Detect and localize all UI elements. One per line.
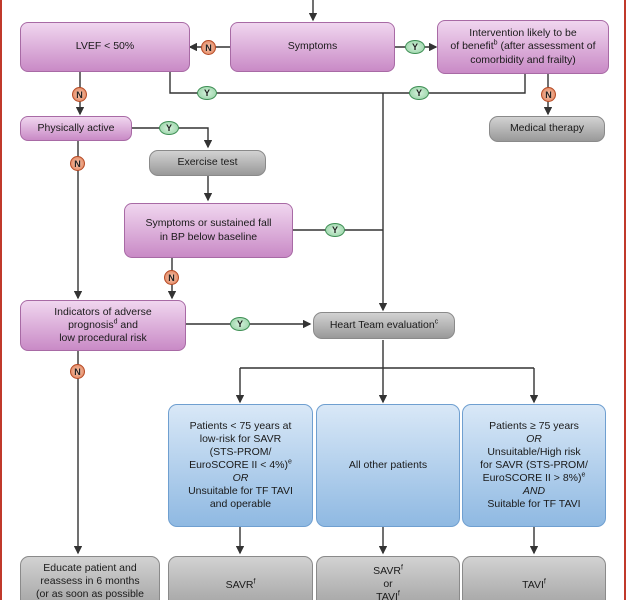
indicators-line-2: prognosisd and bbox=[68, 318, 138, 331]
indicators-box: Indicators of adverse prognosisd and low… bbox=[20, 300, 186, 351]
all-other-patients-box: All other patients bbox=[316, 404, 460, 527]
yes-badge-symptoms-bp: Y bbox=[325, 223, 345, 237]
symptoms-label: Symptoms bbox=[287, 40, 338, 53]
young-line-3: (STS-PROM/ bbox=[209, 445, 272, 458]
yes-badge-indicators: Y bbox=[230, 317, 250, 331]
no-badge-physically-active: N bbox=[70, 156, 85, 171]
educate-line-1: Educate patient and bbox=[43, 562, 137, 574]
symptoms-bp-line-2: in BP below baseline bbox=[159, 230, 258, 243]
lvef-yes-line bbox=[169, 72, 383, 94]
no-badge-intervention: N bbox=[541, 87, 556, 102]
frame-border-left bbox=[0, 0, 2, 600]
young-line-4: EuroSCORE II < 4%)e bbox=[189, 458, 292, 471]
savr-or-tavi-box: SAVRf or TAVIf bbox=[316, 556, 460, 600]
educate-line-2: reassess in 6 months bbox=[40, 575, 140, 588]
lvef-box: LVEF < 50% bbox=[20, 22, 190, 72]
old-line-5: EuroSCORE II > 8%)e bbox=[482, 471, 586, 485]
young-patients-box: Patients < 75 years at low-risk for SAVR… bbox=[168, 404, 313, 527]
yes-badge-symptoms-intervention: Y bbox=[405, 40, 425, 54]
symptoms-bp-box: Symptoms or sustained fall in BP below b… bbox=[124, 203, 293, 258]
heart-team-box: Heart Team evaluationc bbox=[313, 312, 455, 339]
exercise-test-box: Exercise test bbox=[149, 150, 266, 176]
young-line-2: low-risk for SAVR bbox=[199, 432, 282, 445]
physically-active-label: Physically active bbox=[37, 121, 115, 134]
intervention-line-2: of benefitb (after assessment of bbox=[450, 39, 596, 53]
young-line-7: and operable bbox=[209, 498, 272, 511]
intervention-box: Intervention likely to be of benefitb (a… bbox=[437, 20, 609, 74]
intervention-line-1: Intervention likely to be bbox=[469, 27, 577, 40]
savr-or-tavi-line-3: TAVIf bbox=[376, 590, 400, 600]
no-badge-symptoms-bp: N bbox=[164, 270, 179, 285]
savr-or-tavi-line-2: or bbox=[383, 578, 393, 591]
old-line-3: Unsuitable/High risk bbox=[487, 445, 581, 458]
old-patients-box: Patients ≥ 75 years OR Unsuitable/High r… bbox=[462, 404, 606, 527]
young-line-or: OR bbox=[232, 472, 249, 485]
intervention-yes-line bbox=[383, 74, 526, 94]
indicators-line-3: low procedural risk bbox=[59, 332, 147, 345]
tavi-box: TAVIf bbox=[462, 556, 606, 600]
all-other-label: All other patients bbox=[348, 458, 428, 471]
medical-therapy-label: Medical therapy bbox=[509, 122, 585, 135]
frame-border-right bbox=[624, 0, 626, 600]
active-to-exercise-arrow bbox=[132, 127, 213, 149]
lvef-label: LVEF < 50% bbox=[75, 40, 135, 53]
indicators-line-1: Indicators of adverse bbox=[54, 305, 152, 318]
no-badge-lvef: N bbox=[72, 87, 87, 102]
no-badge-indicators: N bbox=[70, 364, 85, 379]
young-line-1: Patients < 75 years at bbox=[189, 419, 292, 432]
old-line-and: AND bbox=[522, 485, 546, 498]
educate-line-3: (or as soon as possible bbox=[36, 588, 144, 600]
old-line-4: for SAVR (STS-PROM/ bbox=[480, 458, 588, 471]
tavi-label: TAVIf bbox=[522, 578, 546, 592]
savr-or-tavi-line-1: SAVRf bbox=[373, 564, 403, 578]
young-line-6: Unsuitable for TF TAVI bbox=[188, 485, 293, 498]
yes-badge-physically-active: Y bbox=[159, 121, 179, 135]
heart-team-label: Heart Team evaluationc bbox=[329, 318, 439, 331]
medical-therapy-box: Medical therapy bbox=[489, 116, 605, 142]
symptoms-box: Symptoms bbox=[230, 22, 395, 72]
old-line-1: Patients ≥ 75 years bbox=[489, 419, 579, 432]
no-badge-symptoms-lvef: N bbox=[201, 40, 216, 55]
yes-badge-lvef: Y bbox=[197, 86, 217, 100]
symptoms-bp-line-1: Symptoms or sustained fall bbox=[145, 217, 272, 230]
educate-box: Educate patient and reassess in 6 months… bbox=[20, 556, 160, 600]
physically-active-box: Physically active bbox=[20, 116, 132, 141]
old-line-7: Suitable for TF TAVI bbox=[487, 498, 581, 511]
intervention-line-3: comorbidity and frailty) bbox=[470, 53, 576, 66]
old-line-or: OR bbox=[526, 432, 542, 445]
exercise-test-label: Exercise test bbox=[177, 156, 238, 169]
savr-label: SAVRf bbox=[225, 578, 256, 592]
savr-box: SAVRf bbox=[168, 556, 313, 600]
yes-badge-intervention: Y bbox=[409, 86, 429, 100]
